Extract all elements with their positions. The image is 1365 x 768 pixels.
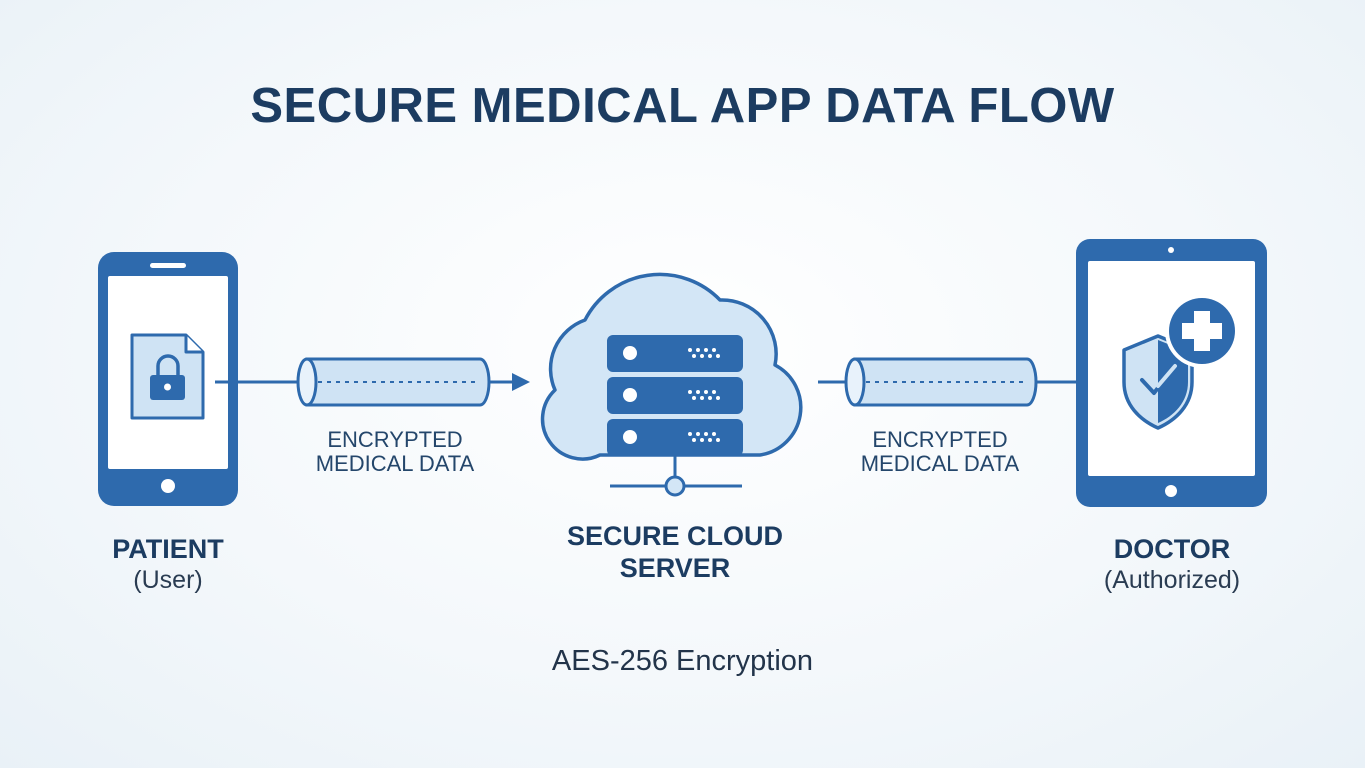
left-flow-label-line2: MEDICAL DATA (315, 451, 475, 477)
patient-name: PATIENT (112, 534, 224, 564)
data-pipe-icon (296, 357, 491, 407)
right-flow-label-line2: MEDICAL DATA (860, 451, 1020, 477)
doctor-name: DOCTOR (1113, 534, 1231, 564)
server-icon (607, 335, 743, 497)
left-flow-label: ENCRYPTED MEDICAL DATA (285, 427, 505, 477)
server-label: SECURE CLOUD SERVER (540, 521, 810, 583)
medical-cross-icon (1165, 294, 1239, 368)
shield-check-icon (1122, 334, 1194, 430)
locked-file-icon (130, 333, 205, 420)
patient-role: (User) (133, 565, 203, 594)
doctor-label: DOCTOR (Authorized) (1072, 534, 1272, 594)
left-flow-label-line1: ENCRYPTED (327, 427, 463, 452)
encryption-note: AES-256 Encryption (551, 645, 814, 677)
left-flow-arrow (215, 373, 530, 391)
doctor-role: (Authorized) (1103, 565, 1241, 594)
right-flow-label-line1: ENCRYPTED (872, 427, 1008, 452)
diagram-title: SECURE MEDICAL APP DATA FLOW (250, 79, 1115, 133)
server-name-line2: SERVER (619, 552, 731, 583)
data-pipe-icon (844, 357, 1038, 407)
right-flow-label: ENCRYPTED MEDICAL DATA (830, 427, 1050, 477)
server-name-line1: SECURE CLOUD (566, 521, 783, 551)
patient-label: PATIENT (User) (68, 534, 268, 594)
